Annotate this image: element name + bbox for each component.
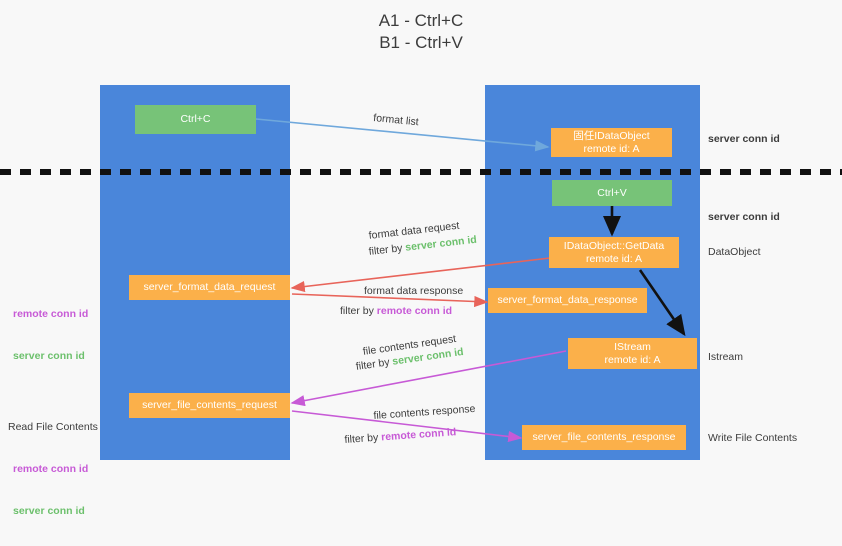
node-getdata[interactable]: IDataObject::GetData remote id: A bbox=[549, 237, 679, 268]
annotation-write-file-contents: Write File Contents bbox=[708, 432, 798, 444]
edge-label-format-list: format list bbox=[372, 111, 420, 129]
annotation-read-file-contents-heading: Read File Contents bbox=[8, 421, 98, 433]
node-server-format-data-request-line-0: server_format_data_request bbox=[143, 281, 276, 293]
remote-conn-id-token: remote conn id bbox=[376, 305, 453, 317]
edge-label-file-contents-response: file contents response bbox=[373, 402, 476, 422]
annotation-istream: Istream bbox=[708, 351, 744, 363]
edge-label-format-data-response: format data response bbox=[364, 285, 464, 297]
filter-prefix: filter by bbox=[355, 355, 394, 373]
node-istream[interactable]: IStream remote id: A bbox=[568, 338, 697, 369]
node-idataobject[interactable]: 固任IDataObject remote id: A bbox=[551, 128, 672, 157]
remote-conn-id-token: remote conn id bbox=[380, 426, 457, 444]
annotation-server-conn-id-top: server conn id bbox=[708, 133, 780, 145]
node-server-file-contents-response[interactable]: server_file_contents_response bbox=[522, 425, 686, 450]
page-title: A1 - Ctrl+C B1 - Ctrl+V bbox=[378, 11, 464, 52]
node-getdata-line-0: IDataObject::GetData bbox=[563, 239, 665, 252]
filter-prefix: filter by bbox=[344, 431, 382, 446]
annotation-server-conn-id: server conn id bbox=[13, 350, 85, 362]
node-getdata-line-1: remote id: A bbox=[585, 252, 643, 265]
annotation-conn-ids-upper: remote conn id server conn id bbox=[13, 279, 88, 391]
annotation-dataobject: DataObject bbox=[708, 246, 761, 258]
edge-label-format-data-response-filter: filter by remote conn id bbox=[340, 304, 452, 318]
node-server-file-contents-response-line-0: server_file_contents_response bbox=[532, 431, 676, 443]
node-server-file-contents-request-line-0: server_file_contents_request bbox=[142, 399, 277, 411]
node-istream-line-1: remote id: A bbox=[604, 353, 661, 366]
filter-prefix: filter by bbox=[368, 241, 407, 258]
node-idataobject-line-1: remote id: A bbox=[583, 142, 640, 155]
annotation-remote-conn-id: remote conn id bbox=[13, 463, 89, 475]
diagram-canvas: A1 - Ctrl+C B1 - Ctrl+V A1 remote B1 con… bbox=[0, 11, 842, 517]
node-server-format-data-response-line-0: server_format_data_response bbox=[497, 294, 638, 306]
node-ctrl-c[interactable]: Ctrl+C bbox=[135, 105, 256, 134]
node-server-format-data-response[interactable]: server_format_data_response bbox=[488, 288, 647, 313]
edge-label-file-contents-response-filter: filter by remote conn id bbox=[344, 425, 457, 447]
node-idataobject-line-0: 固任IDataObject bbox=[573, 129, 650, 142]
node-ctrl-v[interactable]: Ctrl+V bbox=[552, 180, 672, 206]
node-ctrl-v-line-0: Ctrl+V bbox=[597, 186, 627, 199]
filter-prefix: filter by bbox=[340, 305, 377, 317]
annotation-read-file-contents: Read File Contents remote conn id server… bbox=[8, 392, 98, 546]
node-istream-line-0: IStream bbox=[614, 340, 651, 353]
node-server-format-data-request[interactable]: server_format_data_request bbox=[129, 275, 290, 300]
node-server-file-contents-request[interactable]: server_file_contents_request bbox=[129, 393, 290, 418]
annotation-server-conn-id-mid: server conn id bbox=[708, 211, 780, 223]
node-ctrl-c-line-0: Ctrl+C bbox=[180, 113, 211, 125]
annotation-remote-conn-id: remote conn id bbox=[13, 308, 89, 320]
annotation-server-conn-id: server conn id bbox=[13, 505, 85, 517]
